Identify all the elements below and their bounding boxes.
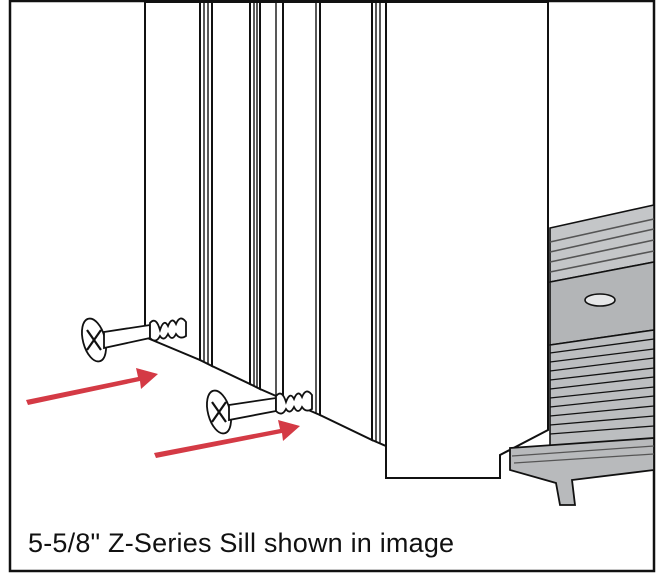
jamb-groove-lines <box>203 2 381 444</box>
arrow-icon <box>154 420 300 458</box>
door-jamb <box>144 1 549 479</box>
screw-icon <box>206 389 313 435</box>
figure-caption: 5-5/8" Z-Series Sill shown in image <box>28 528 455 558</box>
sill-nose <box>509 437 655 506</box>
arrow-icon <box>26 368 158 405</box>
sill-ribs <box>549 338 655 435</box>
screw-icon <box>81 317 187 363</box>
z-series-sill <box>549 204 655 459</box>
